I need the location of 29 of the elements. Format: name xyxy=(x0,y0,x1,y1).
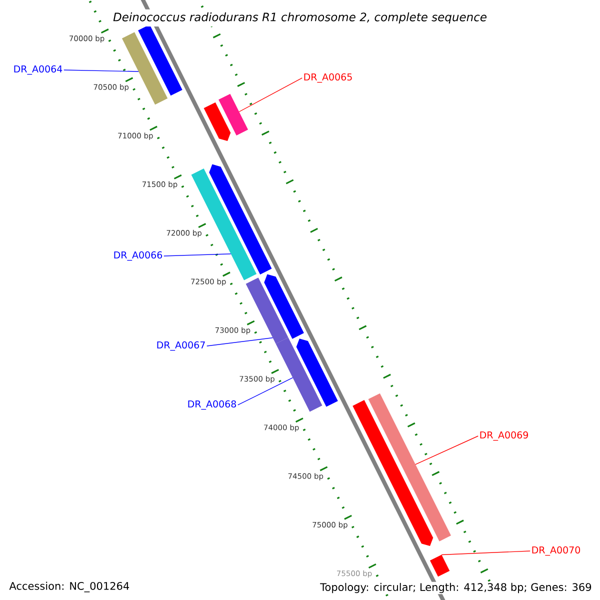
gene-bar xyxy=(122,32,168,105)
leader-line xyxy=(64,70,139,72)
gene-label: DR_A0064 xyxy=(14,65,62,75)
accession-text: Accession: NC_001264 xyxy=(7,580,132,594)
gene-label: DR_A0066 xyxy=(114,251,162,261)
leader-line xyxy=(441,550,530,556)
gene-bar xyxy=(296,338,338,407)
gene-bar xyxy=(191,168,257,280)
leader-line xyxy=(415,436,478,465)
gene-bar xyxy=(264,274,304,339)
gene-bar xyxy=(276,337,322,412)
gene-bar xyxy=(218,94,248,136)
genome-info-text: Topology: circular; Length: 412,348 bp; Genes: 369 xyxy=(319,582,593,594)
leader-line xyxy=(206,337,274,346)
gene-label: DR_A0067 xyxy=(157,341,205,351)
gene-label: DR_A0070 xyxy=(532,546,580,556)
gene-label: DR_A0065 xyxy=(304,73,352,83)
gene-label: DR_A0069 xyxy=(480,431,528,441)
leader-line xyxy=(164,254,232,256)
gene-bar xyxy=(430,554,450,577)
gene-label: DR_A0068 xyxy=(188,400,236,410)
gene-bar xyxy=(368,393,452,542)
gene-bar xyxy=(352,400,434,546)
leader-line xyxy=(238,78,302,112)
gene-bar xyxy=(209,164,272,274)
gene-bar xyxy=(138,24,182,96)
gene-bar xyxy=(204,102,231,142)
title: Deinococcus radiodurans R1 chromosome 2, complete sequence xyxy=(110,9,490,27)
leader-line xyxy=(238,377,294,406)
